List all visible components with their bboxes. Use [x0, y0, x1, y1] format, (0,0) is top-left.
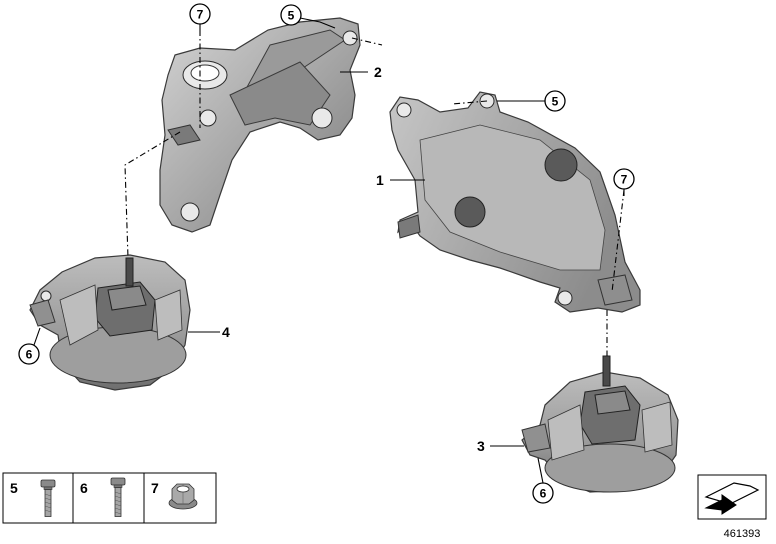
svg-text:5: 5 — [288, 9, 295, 23]
callout-7-top: 7 — [189, 3, 211, 25]
callout-6-bottom: 6 — [532, 482, 554, 504]
leader-6a — [33, 327, 41, 346]
leader-6b — [537, 457, 544, 484]
hardware-legend: 5 6 — [2, 472, 217, 524]
catalog-number: 461393 — [724, 528, 761, 540]
callout-5-top: 5 — [280, 4, 302, 26]
svg-text:1: 1 — [376, 172, 384, 188]
bolt-icon — [40, 479, 56, 517]
assembly-line-5b — [451, 100, 488, 105]
callout-4: 4 — [222, 324, 230, 340]
svg-text:2: 2 — [374, 64, 382, 80]
bracket-part-1 — [389, 91, 641, 313]
svg-text:6: 6 — [540, 487, 547, 501]
engine-mount-part-3 — [521, 355, 679, 493]
svg-text:7: 7 — [197, 8, 204, 22]
svg-text:5: 5 — [10, 480, 18, 496]
leader-5a — [299, 17, 336, 29]
svg-text:6: 6 — [26, 348, 33, 362]
callout-5-right: 5 — [544, 90, 566, 112]
legend-item-bolt-6: 6 — [80, 477, 126, 517]
bolt-icon — [110, 477, 126, 517]
callout-1: 1 — [376, 172, 384, 188]
callout-6-left: 6 — [18, 343, 40, 365]
callout-3: 3 — [477, 438, 485, 454]
legend-item-bolt-5: 5 — [10, 479, 56, 517]
svg-text:7: 7 — [151, 480, 159, 496]
svg-text:4: 4 — [222, 324, 230, 340]
flange-nut-icon — [168, 483, 198, 510]
assembly-line-7b — [611, 189, 625, 293]
legend-item-nut-7: 7 — [151, 480, 198, 510]
svg-text:5: 5 — [552, 95, 559, 109]
svg-text:3: 3 — [477, 438, 485, 454]
callout-2: 2 — [374, 64, 382, 80]
callout-7-right: 7 — [613, 168, 635, 190]
bracket-part-2 — [159, 17, 361, 233]
catalog-arrow-icon — [697, 474, 767, 520]
svg-text:7: 7 — [621, 173, 628, 187]
engine-mount-part-4 — [29, 254, 191, 391]
assembly-line-5a — [351, 37, 383, 46]
svg-text:6: 6 — [80, 480, 88, 496]
assembly-line-2-to-4 — [124, 131, 181, 259]
